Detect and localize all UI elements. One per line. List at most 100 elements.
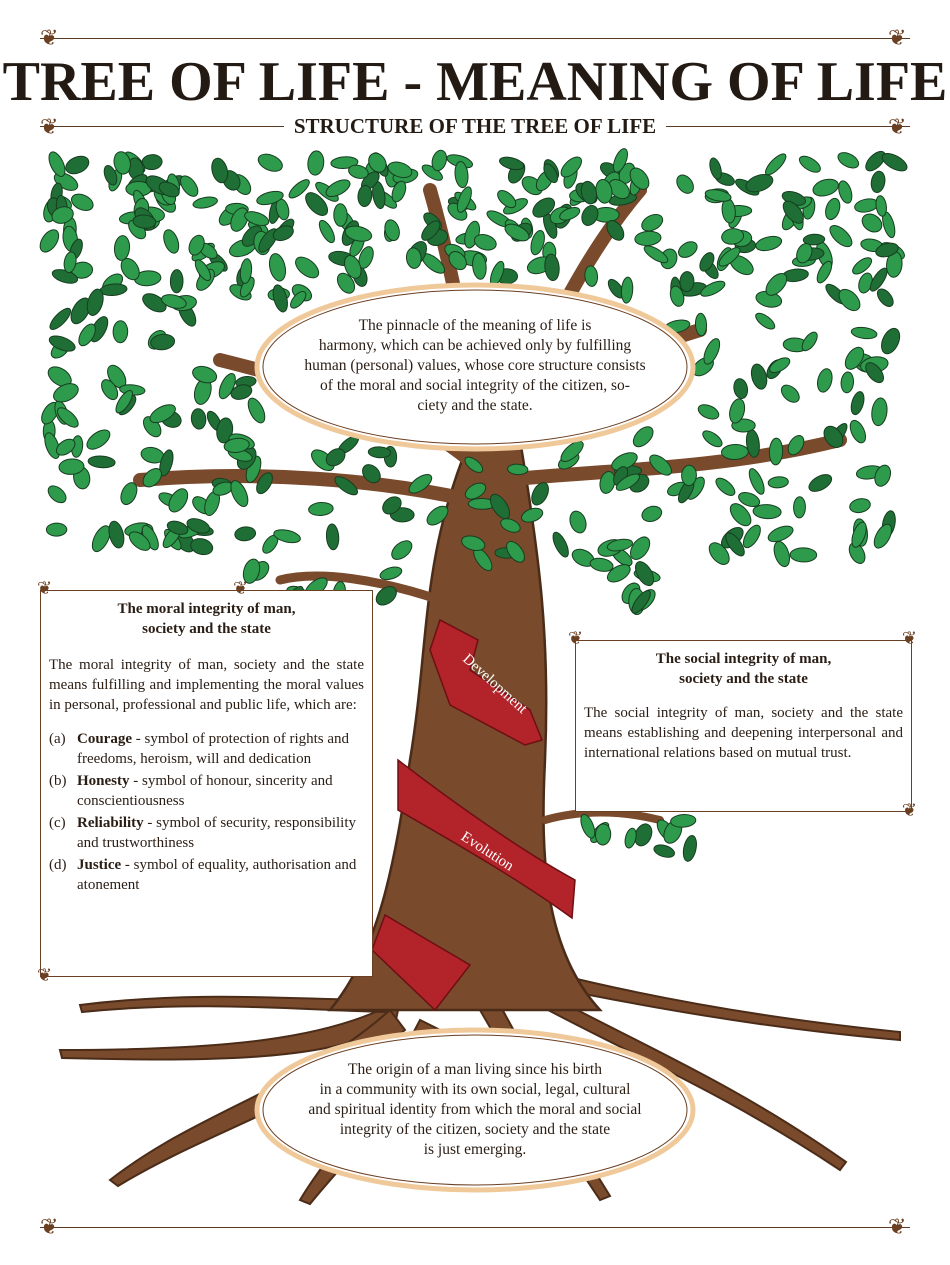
- leaf-shape: [765, 272, 788, 296]
- leaf-shape: [881, 153, 908, 172]
- leaf-shape: [163, 229, 180, 254]
- leaf-shape: [101, 379, 119, 401]
- leaf-shape: [53, 383, 79, 403]
- leaf-shape: [112, 320, 129, 344]
- leaf-shape: [192, 365, 218, 384]
- social-integrity-body: The social integrity of man, society and…: [584, 705, 903, 761]
- leaf-shape: [584, 265, 599, 287]
- leaf-shape: [180, 175, 199, 197]
- leaf-shape: [634, 230, 662, 247]
- leaf-shape: [748, 468, 765, 495]
- leaf-shape: [211, 157, 229, 184]
- leaf-shape: [532, 197, 556, 218]
- leaf-shape: [161, 294, 187, 309]
- leaf-shape: [580, 180, 598, 205]
- leaf-shape: [71, 193, 94, 211]
- leaf-shape: [190, 538, 214, 556]
- leaf-shape: [256, 190, 284, 206]
- flourish-icon: ❦: [888, 1214, 907, 1239]
- leaf-shape: [454, 161, 469, 189]
- roots-text: The origin of a man living since his bir…: [308, 1061, 642, 1158]
- leaf-shape: [362, 464, 381, 484]
- leaf-shape: [461, 535, 486, 552]
- leaf-shape: [55, 438, 76, 456]
- crown-oval: [254, 282, 696, 452]
- flourish-icon: ❦: [37, 578, 53, 598]
- moral-integrity-heading: The moral integrity of man,society and t…: [117, 601, 296, 637]
- leaf-shape: [168, 488, 189, 513]
- leaf-shape: [613, 148, 628, 173]
- top-rule: [40, 38, 910, 39]
- leaf-shape: [725, 532, 745, 557]
- leaf-shape: [594, 823, 612, 846]
- flourish-icon: ❦: [233, 578, 249, 598]
- leaf-shape: [802, 233, 826, 246]
- leaf-shape: [875, 195, 887, 217]
- leaf-shape: [56, 407, 79, 428]
- leaf-shape: [531, 482, 549, 506]
- leaf-shape: [489, 493, 511, 520]
- leaf-shape: [48, 151, 66, 177]
- leaf-shape: [87, 455, 116, 469]
- leaf-shape: [865, 150, 886, 172]
- leaf-shape: [850, 391, 865, 416]
- leaf-shape: [142, 468, 162, 488]
- leaf-shape: [334, 476, 359, 496]
- moral-values-list: (a)Courage - symbol of protection of rig…: [49, 729, 364, 895]
- moral-integrity-body: The moral integrity of man, society and …: [49, 657, 364, 713]
- leaf-shape: [823, 425, 844, 449]
- leaf-shape: [729, 503, 752, 527]
- leaf-shape: [190, 408, 207, 430]
- leaf-shape: [472, 252, 487, 280]
- leaf-shape: [629, 167, 650, 190]
- leaf-shape: [325, 523, 340, 551]
- leaf-shape: [569, 510, 587, 534]
- leaf-shape: [733, 378, 749, 399]
- leaf-shape: [65, 155, 90, 175]
- social-integrity-heading: The social integrity of man,society and …: [655, 651, 832, 687]
- list-item: (a)Courage - symbol of protection of rig…: [49, 731, 350, 767]
- leaf-shape: [624, 827, 637, 849]
- leaf-shape: [721, 228, 745, 245]
- flourish-icon: ❦: [888, 25, 907, 50]
- leaf-shape: [500, 518, 521, 533]
- leaf-shape: [325, 179, 351, 198]
- leaf-shape: [244, 211, 270, 227]
- leaf-shape: [272, 284, 288, 313]
- leaf-shape: [745, 174, 774, 193]
- leaf-shape: [861, 213, 883, 233]
- leaf-shape: [715, 477, 736, 496]
- leaf-shape: [852, 257, 873, 275]
- roots-oval: [254, 1027, 696, 1193]
- leaf-shape: [91, 525, 111, 553]
- leaf-shape: [704, 189, 732, 202]
- leaf-shape: [721, 443, 749, 461]
- leaf-shape: [120, 482, 138, 505]
- leaf-shape: [150, 333, 176, 351]
- leaf-shape: [676, 174, 694, 194]
- leaf-shape: [615, 473, 640, 491]
- leaf-shape: [257, 153, 283, 172]
- leaf-shape: [497, 190, 517, 209]
- flourish-icon: ❦: [40, 1214, 59, 1239]
- leaf-shape: [113, 151, 131, 175]
- leaf-shape: [344, 254, 362, 279]
- leaf-shape: [750, 363, 768, 390]
- leaf-shape: [801, 331, 818, 352]
- leaf-shape: [192, 196, 218, 209]
- leaf-shape: [108, 520, 125, 549]
- leaf-shape: [543, 163, 559, 184]
- moral-integrity-panel: ❦ ❦ ❦ The moral integrity of man,society…: [37, 579, 373, 984]
- leaf-shape: [507, 463, 529, 476]
- flourish-icon: ❦: [901, 628, 917, 648]
- leaf-shape: [700, 280, 726, 297]
- leaf-shape: [103, 165, 118, 186]
- flourish-icon: ❦: [37, 965, 53, 985]
- leaf-shape: [718, 247, 741, 267]
- leaf-shape: [115, 390, 133, 414]
- leaf-shape: [643, 245, 669, 264]
- leaf-shape: [58, 458, 85, 475]
- leaf-shape: [63, 251, 77, 273]
- leaf-shape: [620, 276, 634, 304]
